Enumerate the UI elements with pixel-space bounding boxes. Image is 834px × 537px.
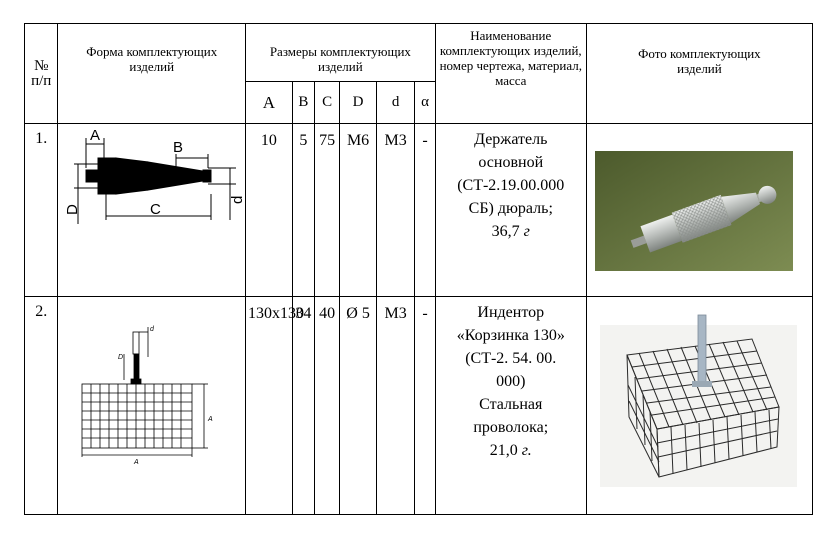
indenter-photo-cell <box>585 296 814 515</box>
mass-value: 36,7 <box>491 223 520 240</box>
holder-photo-cell <box>585 123 814 297</box>
mass-value: 21,0 <box>489 442 518 459</box>
dim-d-upper-value: М6 <box>339 123 377 297</box>
item-mass: 21,0 г. <box>436 439 586 462</box>
drawing-label-a: A <box>90 127 100 144</box>
dim-a-value: 10 <box>245 123 293 297</box>
name-line: (СТ-2. 54. 00. <box>465 350 557 367</box>
name-line: Стальная <box>479 396 543 413</box>
header-shape: Форма комплектующих изделий <box>57 23 247 124</box>
header-dim-d-upper: D <box>339 81 377 124</box>
dim-d-upper-value: Ø 5 <box>339 296 377 515</box>
header-num-sub: п/п <box>31 72 52 89</box>
header-sizes: Размеры комплектующих изделий <box>245 23 436 82</box>
header-dim-c: C <box>313 81 341 124</box>
dim-d-lower-value: М3 <box>375 123 416 297</box>
indenter-photo <box>599 314 797 487</box>
header-num: № п/п <box>23 23 59 124</box>
name-line: (СТ-2.19.00.000 <box>457 177 565 194</box>
dim-c-value: 75 <box>313 123 341 297</box>
drawing-label-a: A <box>133 459 139 466</box>
drawing-label-d-upper: D <box>118 354 123 361</box>
drawing-label-d-lower: d <box>229 196 242 204</box>
components-table: № п/п Форма комплектующих изделий Размер… <box>23 23 814 515</box>
drawing-label-d-lower: d <box>150 326 155 333</box>
header-dim-a: A <box>245 81 293 124</box>
indenter-rod-base <box>691 381 712 387</box>
dim-d-lower-value: М3 <box>375 296 416 515</box>
header-num-sign: № <box>34 57 49 74</box>
header-photo: Фото комплектующих изделий <box>585 23 814 124</box>
dim-alpha-value: - <box>414 123 436 297</box>
dim-a-value: 130х130 <box>245 296 304 515</box>
holder-drawing-cell: A B C D d <box>57 123 247 297</box>
name-line: «Корзинка 130» <box>456 327 565 344</box>
indenter-rod <box>697 314 707 384</box>
mass-unit: г <box>523 223 530 240</box>
name-line: Индентор <box>477 304 545 321</box>
mass-unit: г. <box>521 442 532 459</box>
item-name: Держатель основной (СТ-2.19.00.000 СБ) д… <box>434 123 587 297</box>
dim-b-value: 34 <box>291 296 315 515</box>
header-dim-b: B <box>291 81 315 124</box>
header-name: Наименование комплектующих изделий, номе… <box>434 23 587 124</box>
dim-c-value: 40 <box>313 296 341 515</box>
dim-b-value: 5 <box>291 123 315 297</box>
indenter-drawing-cell: d D A A <box>57 296 247 515</box>
table-row: 2. <box>23 296 814 515</box>
header-dim-d-lower: d <box>375 81 416 124</box>
name-line: СБ) дюраль; <box>468 200 553 217</box>
name-line: основной <box>478 154 544 171</box>
name-line: проволока; <box>473 419 549 436</box>
holder-drawing: A B C D d <box>64 127 242 224</box>
drawing-label-d-upper: D <box>64 204 81 215</box>
item-name: Индентор «Корзинка 130» (СТ-2. 54. 00. 0… <box>434 296 587 515</box>
holder-photo <box>594 151 793 271</box>
header-dim-alpha: α <box>414 81 436 124</box>
name-line: 000) <box>496 373 526 390</box>
drawing-label-a-side: A <box>207 416 213 423</box>
name-line: Держатель <box>474 131 548 148</box>
item-mass: 36,7 г <box>436 220 586 243</box>
dim-alpha-value: - <box>414 296 436 515</box>
row-number: 2. <box>23 296 59 515</box>
indenter-drawing: d D A A <box>82 326 213 466</box>
drawing-label-c: C <box>150 201 161 218</box>
row-number: 1. <box>23 123 59 297</box>
drawing-label-b: B <box>173 139 183 156</box>
table-row: 1. <box>23 123 814 297</box>
